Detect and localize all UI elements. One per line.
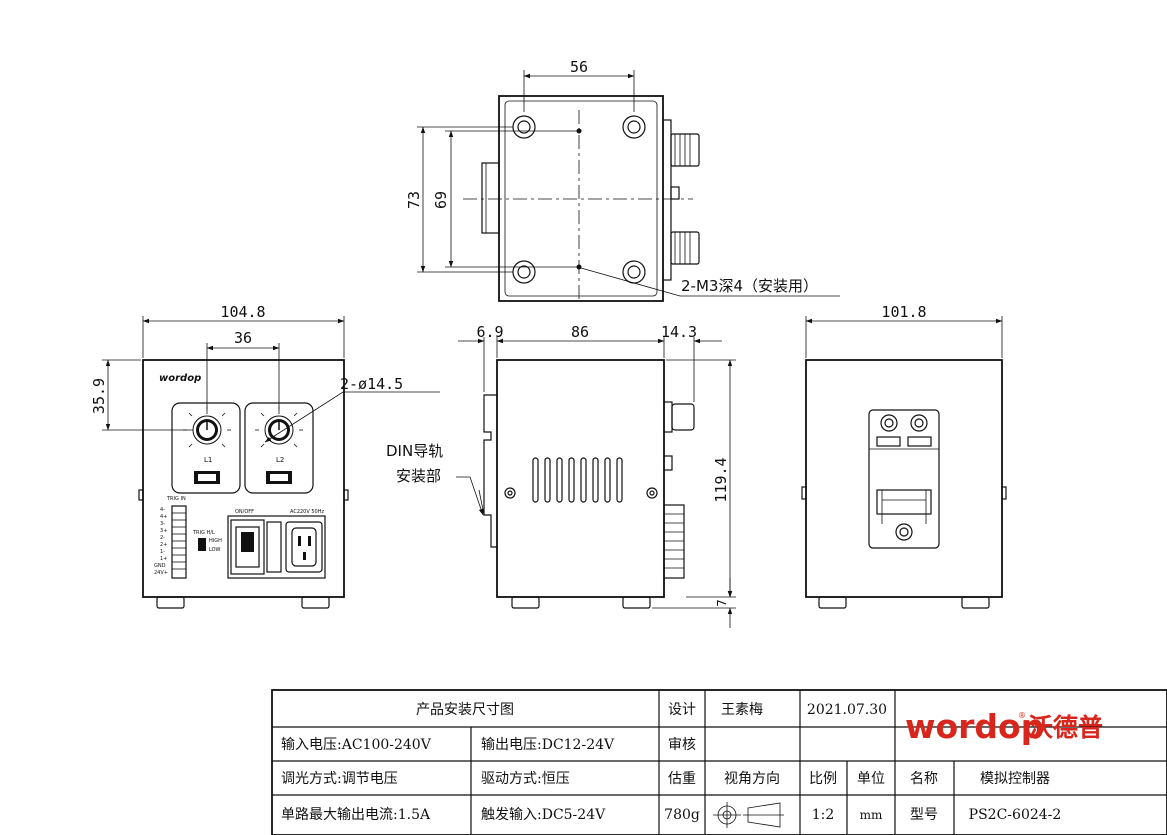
front-panel bbox=[142, 359, 345, 598]
terminal-label: 2+ bbox=[160, 542, 167, 548]
tb-unit-label: 单位 bbox=[857, 771, 885, 787]
terminal-block bbox=[171, 505, 187, 579]
tb-output-voltage: 输出电压:DC12-24V bbox=[481, 737, 615, 753]
side-foot bbox=[622, 596, 651, 609]
tb-scale-label: 比例 bbox=[809, 771, 837, 787]
trig-low-label: LOW bbox=[209, 547, 221, 553]
tb-design-label: 设计 bbox=[668, 702, 696, 718]
tb-scale: 1:2 bbox=[812, 807, 835, 823]
trig-switch bbox=[198, 538, 206, 551]
dim-knob-height: 35.9 bbox=[90, 378, 108, 414]
tb-weight-label: 估重 bbox=[668, 771, 696, 787]
din-rail-mount bbox=[868, 409, 940, 549]
knob-l1 bbox=[192, 415, 222, 445]
brand-logo: wordop bbox=[905, 707, 1044, 746]
terminal-label: 3- bbox=[160, 521, 165, 527]
tb-product-name: 模拟控制器 bbox=[980, 771, 1050, 787]
tb-trigger-input: 触发输入:DC5-24V bbox=[481, 807, 606, 823]
tb-model: PS2C-6024-2 bbox=[969, 807, 1062, 823]
terminal-label: 3+ bbox=[160, 528, 167, 534]
dim-front-width: 104.8 bbox=[220, 303, 265, 321]
knob-l2 bbox=[264, 415, 294, 445]
tb-date: 2021.07.30 bbox=[807, 702, 887, 718]
tb-input-voltage: 输入电压:AC100-240V bbox=[281, 737, 432, 753]
side-knob bbox=[671, 403, 695, 431]
title-block: 产品安装尺寸图 设计 王素梅 2021.07.30 输入电压:AC100-240… bbox=[271, 689, 1167, 835]
tb-dimming-method: 调光方式:调节电压 bbox=[281, 771, 398, 787]
view-direction-symbol bbox=[713, 802, 784, 828]
back-view: 101.8 bbox=[801, 303, 1007, 609]
front-foot bbox=[156, 596, 185, 609]
mount-hole-note: 2-M3深4（安装用） bbox=[681, 277, 818, 295]
top-view-body bbox=[498, 95, 664, 302]
side-foot bbox=[511, 596, 540, 609]
trig-hl-label: TRIG H/L bbox=[192, 530, 215, 536]
dim-top-height-inner: 69 bbox=[432, 191, 450, 209]
tb-review-label: 审核 bbox=[668, 737, 696, 753]
trig-in-label: TRIG IN bbox=[166, 496, 186, 502]
dim-side-left-offset: 6.9 bbox=[476, 323, 503, 341]
tb-designer: 王素梅 bbox=[721, 702, 763, 718]
dim-foot-height: 7 bbox=[715, 599, 729, 606]
dim-knob-diameter: 2-ø14.5 bbox=[340, 375, 403, 393]
panel-brand: wordop bbox=[159, 373, 201, 384]
dim-top-height-outer: 73 bbox=[405, 191, 423, 209]
tb-title: 产品安装尺寸图 bbox=[416, 702, 514, 718]
back-foot bbox=[818, 596, 847, 609]
ac-socket bbox=[285, 521, 323, 573]
back-body bbox=[805, 359, 1003, 598]
power-panel bbox=[227, 515, 326, 579]
terminal-label: 1+ bbox=[160, 556, 167, 562]
back-foot bbox=[961, 596, 990, 609]
brand-cn: 沃德普 bbox=[1028, 713, 1103, 742]
dim-side-height: 119.4 bbox=[712, 457, 730, 502]
terminal-label: 2- bbox=[160, 535, 165, 541]
tb-view-direction: 视角方向 bbox=[724, 771, 780, 787]
dim-top-width: 56 bbox=[570, 58, 588, 76]
knob2-label: L2 bbox=[276, 456, 284, 464]
tb-max-current: 单路最大输出电流:1.5A bbox=[281, 807, 431, 823]
side-view: 6.9 86 14.3 119.4 7 DIN导轨 安装部 bbox=[386, 323, 736, 628]
din-rail-label-line2: 安装部 bbox=[396, 467, 441, 485]
tb-name-label: 名称 bbox=[910, 771, 938, 787]
tb-unit: mm bbox=[860, 808, 883, 822]
terminal-label: GND bbox=[154, 563, 166, 569]
dim-back-width: 101.8 bbox=[881, 303, 926, 321]
dim-side-width: 86 bbox=[571, 323, 589, 341]
on-off-label: ON/OFF bbox=[235, 509, 254, 515]
tb-drive-method: 驱动方式:恒压 bbox=[481, 771, 570, 787]
terminal-label: 1- bbox=[160, 549, 165, 555]
trig-high-label: HIGH bbox=[209, 538, 222, 544]
front-view: wordop L1 L2 TRIG IN bbox=[90, 303, 440, 609]
front-foot bbox=[301, 596, 330, 609]
knob1-label: L1 bbox=[204, 456, 212, 464]
power-switch bbox=[230, 519, 265, 575]
ac-input-label: AC220V 50Hz bbox=[290, 509, 324, 515]
tb-weight: 780g bbox=[664, 807, 700, 823]
vent-slots bbox=[532, 457, 623, 503]
terminal-label: 4+ bbox=[160, 514, 167, 520]
dim-knob-spacing: 36 bbox=[234, 329, 252, 347]
tb-model-label: 型号 bbox=[910, 807, 938, 823]
side-body bbox=[496, 359, 665, 598]
top-view: 56 73 69 2-M3深4（安装用） bbox=[405, 58, 840, 302]
logo-mark: ® bbox=[1018, 711, 1026, 720]
side-screw bbox=[646, 487, 658, 499]
dim-side-right-offset: 14.3 bbox=[661, 323, 697, 341]
side-screw bbox=[504, 487, 516, 499]
terminal-label: 24V+ bbox=[154, 570, 168, 576]
din-rail-label-line1: DIN导轨 bbox=[386, 442, 443, 460]
side-terminal-block bbox=[663, 504, 685, 579]
terminal-label: 4- bbox=[160, 507, 165, 513]
